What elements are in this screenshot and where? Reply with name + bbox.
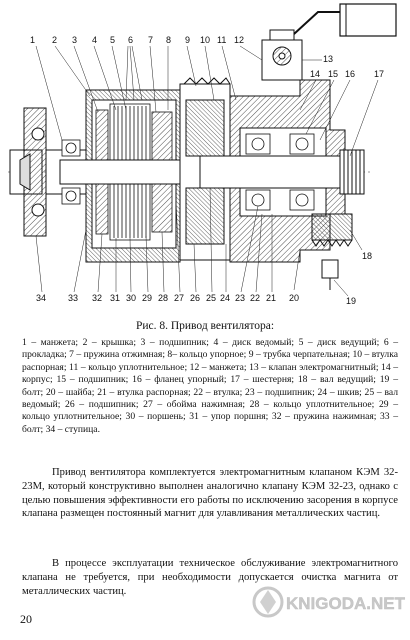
callout-21: 21 (266, 293, 277, 303)
bottom-bolt (321, 259, 339, 290)
callout-32: 32 (92, 293, 103, 303)
callout-6: 6 (128, 35, 134, 45)
callout-15: 15 (328, 69, 339, 79)
callout-30: 30 (126, 293, 137, 303)
callout-16: 16 (345, 69, 356, 79)
callout-4: 4 (92, 35, 98, 45)
paragraph-1: Привод вентилятора комплектуется электро… (22, 467, 398, 520)
callout-26: 26 (190, 293, 201, 303)
callout-10: 10 (200, 35, 211, 45)
callout-7: 7 (148, 35, 154, 45)
callout-20: 20 (289, 293, 300, 303)
callout-34: 34 (36, 293, 47, 303)
callout-8: 8 (166, 35, 172, 45)
callout-11: 11 (217, 35, 227, 45)
callout-25: 25 (206, 293, 217, 303)
callout-24: 24 (220, 293, 231, 303)
figure-caption: Рис. 8. Привод вентилятора: (135, 320, 275, 332)
bearings (61, 133, 315, 211)
watermark-logo: KNIGODA.NET (252, 586, 406, 618)
callout-28: 28 (158, 293, 169, 303)
callout-23: 23 (235, 293, 246, 303)
paragraph-2: В процессе эксплуатации техническое обсл… (22, 558, 398, 597)
callout-2: 2 (52, 35, 58, 45)
callout-22: 22 (250, 293, 261, 303)
parts-legend: 1 – манжета; 2 – крышка; 3 – подшипник; … (22, 337, 398, 435)
fan-drive-drawing: 1 2 3 4 5 6 7 8 9 10 11 12 13 14 15 16 1… (0, 0, 410, 315)
disc-pack (95, 103, 173, 241)
leader-lines (35, 45, 379, 297)
electromagnetic-valve (261, 3, 397, 81)
svg-text:KNIGODA.NET: KNIGODA.NET (286, 594, 406, 613)
gear (311, 213, 353, 247)
callout-27: 27 (174, 293, 185, 303)
driven-shaft (59, 159, 201, 185)
callout-19: 19 (346, 296, 357, 306)
callout-9: 9 (185, 35, 191, 45)
callout-3: 3 (72, 35, 78, 45)
fan-drive-cross-section (8, 3, 397, 297)
callout-5: 5 (110, 35, 116, 45)
callout-12: 12 (234, 35, 245, 45)
drive-shaft (199, 149, 365, 195)
callout-17: 17 (374, 69, 385, 79)
callout-13: 13 (323, 54, 334, 64)
callout-18: 18 (362, 251, 373, 261)
hub (9, 107, 87, 237)
callout-29: 29 (142, 293, 153, 303)
callout-33: 33 (68, 293, 79, 303)
callout-31: 31 (110, 293, 121, 303)
callout-1: 1 (30, 35, 36, 45)
callout-14: 14 (310, 69, 321, 79)
page-number: 20 (20, 612, 32, 626)
